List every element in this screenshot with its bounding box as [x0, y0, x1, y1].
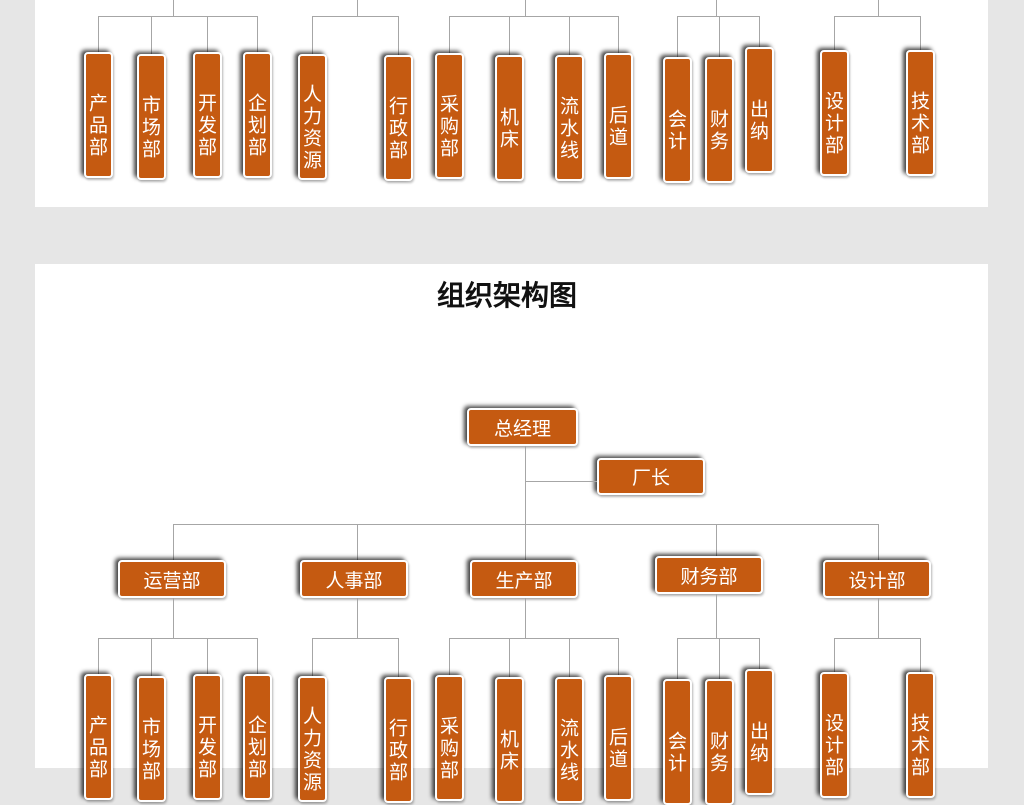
- connector-line: [449, 16, 619, 17]
- sub-department-box: 采购部: [435, 53, 464, 179]
- connector-line: [449, 638, 450, 675]
- connector-line: [173, 524, 174, 560]
- sub-department-box: 机床: [495, 55, 524, 181]
- sub-department-box: 技术部: [906, 672, 935, 798]
- sub-department-box: 会计: [663, 679, 692, 805]
- department-box: 人事部: [300, 560, 408, 598]
- sub-department-box: 财务: [705, 679, 734, 805]
- sub-department-box: 后道: [604, 675, 633, 801]
- sub-department-box: 企划部: [243, 674, 272, 800]
- connector-line: [525, 524, 526, 560]
- sub-department-box: 产品部: [84, 674, 113, 800]
- connector-line: [257, 16, 258, 52]
- connector-line: [525, 481, 597, 482]
- connector-line: [398, 16, 399, 55]
- connector-line: [525, 446, 526, 560]
- department-box: 设计部: [823, 560, 931, 598]
- sub-department-box: 出纳: [745, 47, 774, 173]
- sub-department-box: 出纳: [745, 669, 774, 795]
- connector-line: [719, 638, 720, 679]
- connector-line: [618, 638, 619, 675]
- connector-line: [98, 638, 258, 639]
- connector-line: [525, 598, 526, 638]
- connector-line: [878, 0, 879, 16]
- sub-department-box: 行政部: [384, 677, 413, 803]
- factory-director-box: 厂长: [597, 458, 705, 495]
- connector-line: [207, 638, 208, 674]
- sub-department-box: 技术部: [906, 50, 935, 176]
- connector-line: [920, 16, 921, 50]
- general-manager-box: 总经理: [467, 408, 578, 446]
- sub-department-box: 企划部: [243, 52, 272, 178]
- connector-line: [398, 638, 399, 677]
- connector-line: [151, 16, 152, 54]
- connector-line: [312, 16, 313, 54]
- sub-department-box: 市场部: [137, 676, 166, 802]
- sub-department-box: 设计部: [820, 672, 849, 798]
- connector-line: [173, 0, 174, 16]
- connector-line: [357, 0, 358, 16]
- sub-department-box: 后道: [604, 53, 633, 179]
- sub-department-box: 设计部: [820, 50, 849, 176]
- sub-department-box: 开发部: [193, 674, 222, 800]
- connector-line: [357, 598, 358, 638]
- sub-department-box: 流水线: [555, 677, 584, 803]
- connector-line: [569, 16, 570, 55]
- connector-line: [151, 638, 152, 676]
- sub-department-box: 开发部: [193, 52, 222, 178]
- connector-line: [449, 638, 619, 639]
- sub-department-box: 产品部: [84, 52, 113, 178]
- department-box: 运营部: [118, 560, 226, 598]
- connector-line: [920, 638, 921, 672]
- connector-line: [716, 524, 717, 556]
- sub-department-box: 财务: [705, 57, 734, 183]
- connector-line: [719, 16, 720, 57]
- connector-line: [257, 638, 258, 674]
- connector-line: [173, 524, 879, 525]
- connector-line: [834, 638, 921, 639]
- connector-line: [716, 594, 717, 638]
- connector-line: [357, 524, 358, 560]
- connector-line: [173, 598, 174, 638]
- sub-department-box: 采购部: [435, 675, 464, 801]
- connector-line: [509, 16, 510, 55]
- connector-line: [834, 638, 835, 672]
- sub-department-box: 人力资源: [298, 54, 327, 180]
- sub-department-box: 会计: [663, 57, 692, 183]
- connector-line: [878, 598, 879, 638]
- connector-line: [98, 16, 258, 17]
- connector-line: [834, 16, 921, 17]
- department-box: 财务部: [655, 556, 763, 594]
- connector-line: [525, 0, 526, 16]
- sub-department-box: 市场部: [137, 54, 166, 180]
- connector-line: [98, 638, 99, 674]
- page-title: 组织架构图: [436, 279, 577, 312]
- connector-line: [677, 16, 678, 57]
- connector-line: [98, 16, 99, 52]
- connector-line: [569, 638, 570, 677]
- sub-department-box: 人力资源: [298, 676, 327, 802]
- connector-line: [618, 16, 619, 53]
- connector-line: [207, 16, 208, 52]
- connector-line: [677, 638, 760, 639]
- connector-line: [312, 16, 399, 17]
- connector-line: [834, 16, 835, 50]
- connector-line: [759, 638, 760, 669]
- connector-line: [312, 638, 313, 676]
- sub-department-box: 行政部: [384, 55, 413, 181]
- connector-line: [677, 16, 760, 17]
- connector-line: [312, 638, 399, 639]
- department-box: 生产部: [470, 560, 578, 598]
- connector-line: [878, 524, 879, 560]
- sub-department-box: 机床: [495, 677, 524, 803]
- connector-line: [759, 16, 760, 47]
- sub-department-box: 流水线: [555, 55, 584, 181]
- connector-line: [716, 0, 717, 16]
- connector-line: [677, 638, 678, 679]
- connector-line: [449, 16, 450, 53]
- connector-line: [509, 638, 510, 677]
